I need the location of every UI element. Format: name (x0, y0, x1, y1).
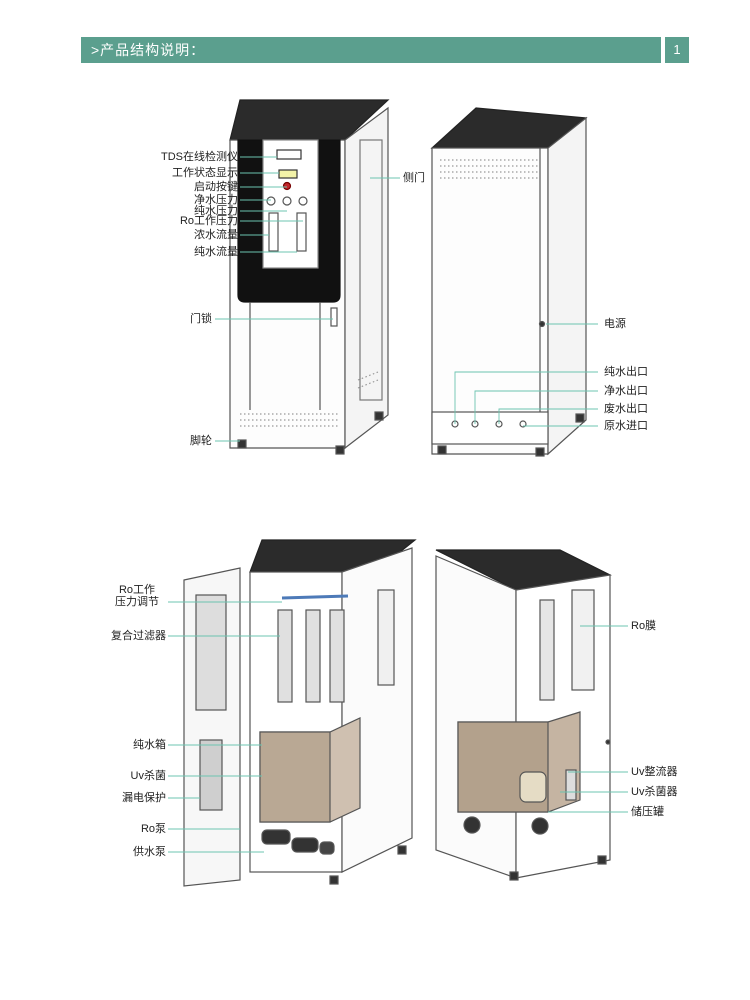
label-start-button: 启动按键 (194, 181, 238, 193)
section-title: >产品结构说明： (91, 42, 206, 58)
label-ro-pressure: Ro工作压力 (179, 215, 238, 227)
section-header: >产品结构说明： (81, 37, 661, 63)
open-cabinet-right-drawing (435, 549, 612, 881)
label-ro-membrane: Ro膜 (631, 620, 657, 632)
label-clean-pressure: 净水压力 (194, 194, 238, 206)
label-pure-pressure: 纯水压力 (194, 205, 238, 217)
label-uv-rectifier: Uv整流器 (631, 766, 678, 778)
label-status-display: 工作状态显示 (172, 167, 238, 179)
label-composite-filter: 复合过滤器 (111, 630, 166, 642)
back-cabinet-drawing (430, 107, 588, 457)
label-ro-pump: Ro泵 (140, 823, 166, 835)
label-supply-pump: 供水泵 (133, 846, 166, 858)
label-side-door: 侧门 (403, 172, 425, 184)
label-raw-water-inlet: 原水进口 (604, 420, 648, 432)
label-caster: 脚轮 (190, 435, 212, 447)
label-ro-adjust-line1: Ro工作 (118, 584, 156, 596)
label-uv-sterilization: Uv杀菌 (130, 770, 166, 782)
label-pure-water-tank: 纯水箱 (133, 739, 166, 751)
open-cabinet-left-drawing (183, 539, 417, 887)
label-uv-sterilizer: Uv杀菌器 (631, 786, 678, 798)
label-door-lock: 门锁 (190, 313, 212, 325)
front-cabinet-drawing (229, 99, 390, 455)
label-power: 电源 (604, 318, 626, 330)
label-waste-water-outlet: 废水出口 (604, 403, 648, 415)
label-clean-water-outlet: 净水出口 (604, 385, 648, 397)
label-ro-adjust-line2: 压力调节 (115, 596, 159, 608)
label-pure-flow: 纯水流量 (194, 246, 238, 258)
label-tds-meter: TDS在线检测仪 (161, 151, 238, 163)
label-pure-water-outlet: 纯水出口 (604, 366, 648, 378)
label-concentrate-flow: 浓水流量 (194, 229, 238, 241)
page-number: 1 (665, 37, 689, 63)
label-leak-protection: 漏电保护 (122, 792, 166, 804)
label-pressure-tank: 储压罐 (631, 806, 664, 818)
